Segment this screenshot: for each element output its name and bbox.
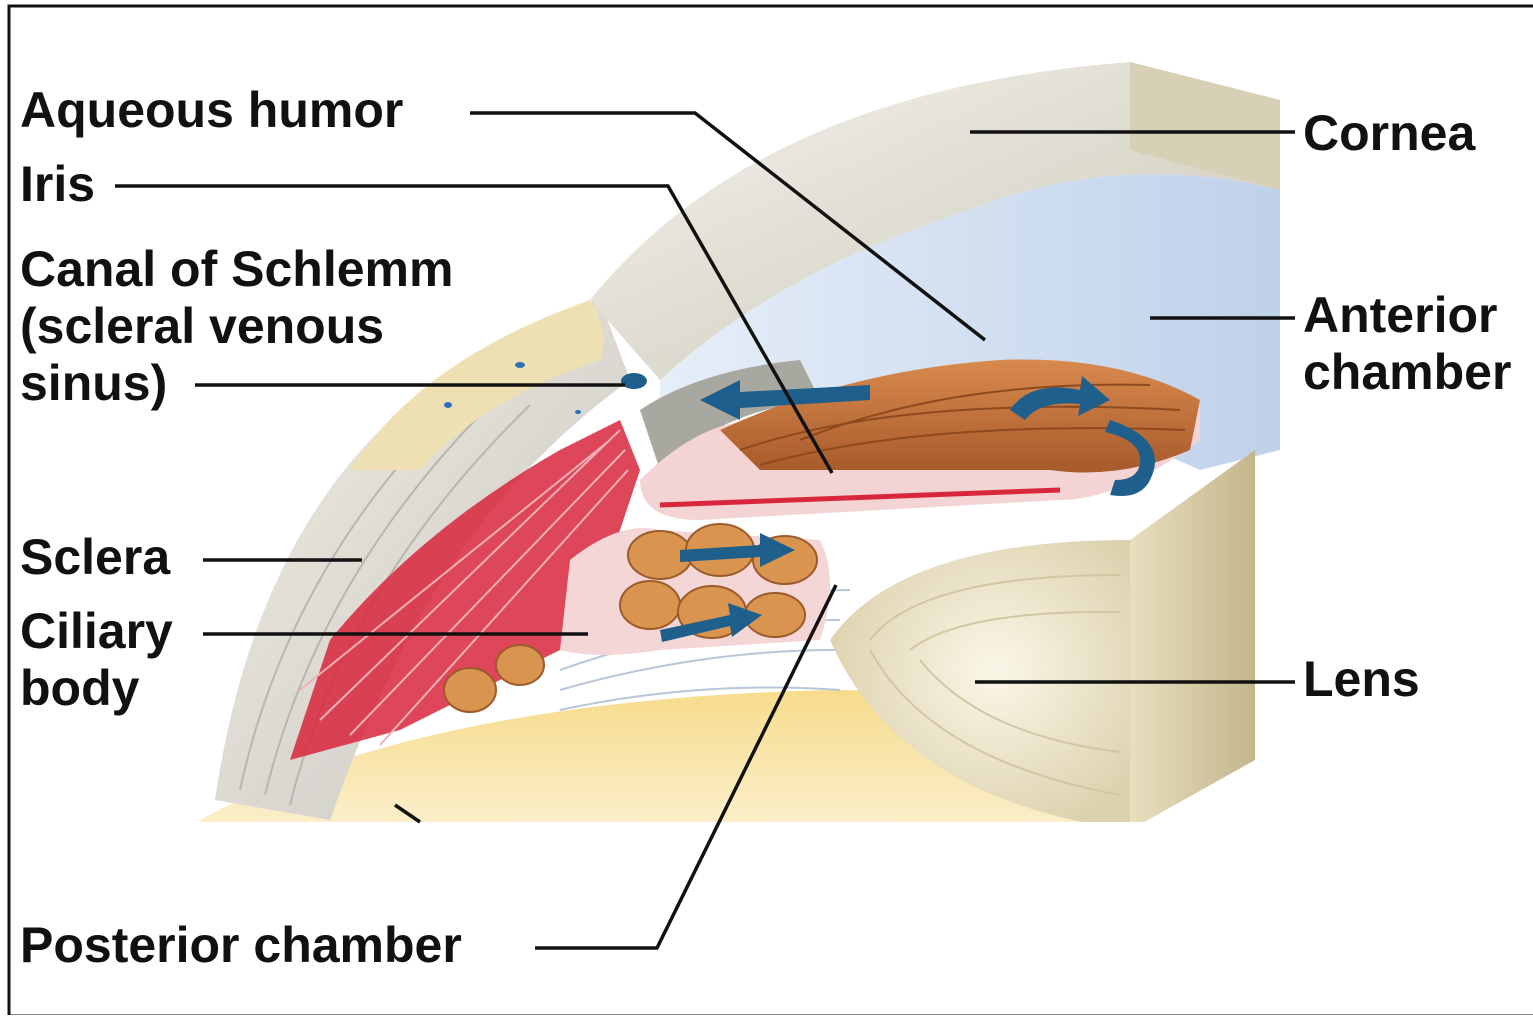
label-canal-line1: Canal of Schlemm xyxy=(20,241,453,297)
label-aqueous-humor: Aqueous humor xyxy=(20,82,403,138)
label-anterior-line1: Anterior xyxy=(1303,287,1497,343)
label-sclera: Sclera xyxy=(20,529,171,585)
label-ciliary-line2: body xyxy=(20,660,140,716)
label-anterior-line2: chamber xyxy=(1303,344,1511,400)
label-posterior-chamber: Posterior chamber xyxy=(20,917,462,973)
label-lens: Lens xyxy=(1303,651,1420,707)
label-canal-line2: (scleral venous xyxy=(20,298,384,354)
label-cornea: Cornea xyxy=(1303,105,1476,161)
label-iris: Iris xyxy=(20,156,95,212)
label-canal-line3: sinus) xyxy=(20,355,167,411)
lens-cut-face xyxy=(1130,450,1255,830)
label-ciliary-line1: Ciliary xyxy=(20,603,173,659)
